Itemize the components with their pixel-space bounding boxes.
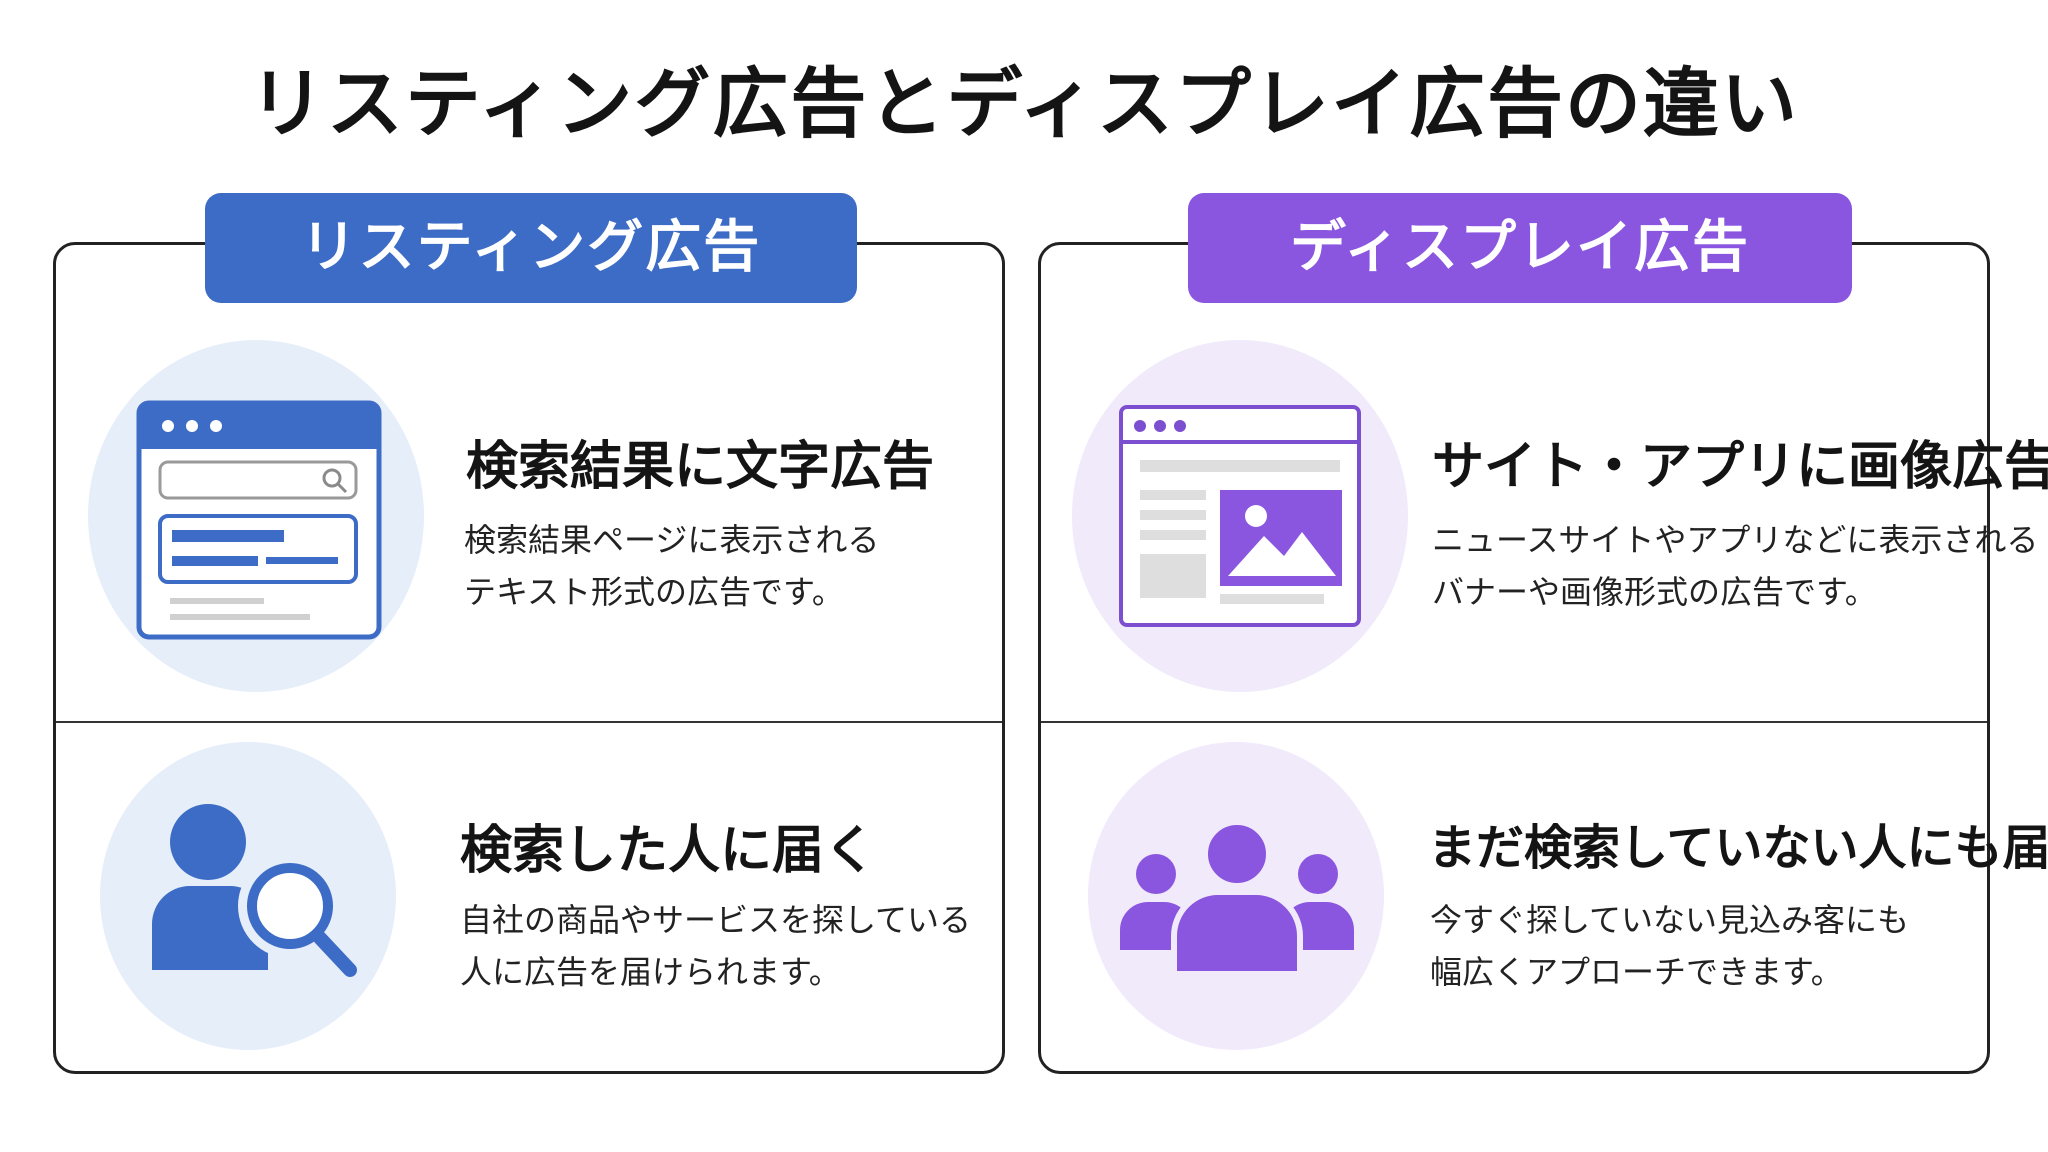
listing-row1-title: 検索結果に文字広告 <box>466 437 935 497</box>
listing-row1-desc: 検索結果ページに表示される テキスト形式の広告です。 <box>464 514 879 618</box>
display-row1-desc-line2: バナーや画像形式の広告です。 <box>1432 573 1877 611</box>
listing-tab: リスティング広告 <box>205 193 857 303</box>
listing-row2-desc: 自社の商品やサービスを探している 人に広告を届けられます。 <box>460 894 971 998</box>
people-group-icon <box>1120 819 1354 977</box>
display-row2-title: まだ検索していない人にも届く <box>1428 820 2048 876</box>
listing-row1-desc-line1: 検索結果ページに表示される <box>464 521 880 559</box>
listing-panel-divider <box>56 721 1002 723</box>
display-row2-desc-line1: 今すぐ探していない見込み客にも <box>1430 901 1910 939</box>
listing-row2-desc-line2: 人に広告を届けられます。 <box>460 953 841 991</box>
display-row2-desc: 今すぐ探していない見込み客にも 幅広くアプローチできます。 <box>1430 894 1909 998</box>
display-row1-title: サイト・アプリに画像広告 <box>1432 437 2048 497</box>
user-search-icon <box>152 804 357 977</box>
display-row1-desc-line1: ニュースサイトやアプリなどに表示される <box>1432 521 2039 559</box>
listing-row2-title: 検索した人に届く <box>460 821 877 881</box>
display-row1-desc: ニュースサイトやアプリなどに表示される バナーや画像形式の広告です。 <box>1432 514 2038 618</box>
display-row2-desc-line2: 幅広くアプローチできます。 <box>1430 953 1843 991</box>
search-results-browser-icon <box>136 400 382 640</box>
listing-row2-desc-line1: 自社の商品やサービスを探している <box>460 901 972 939</box>
page-title: リスティング広告とディスプレイ広告の違い <box>248 59 1800 148</box>
listing-row1-desc-line2: テキスト形式の広告です。 <box>464 573 844 611</box>
browser-image-banner-icon <box>1119 405 1361 627</box>
display-panel-divider <box>1041 721 1987 723</box>
display-tab: ディスプレイ広告 <box>1188 193 1852 303</box>
